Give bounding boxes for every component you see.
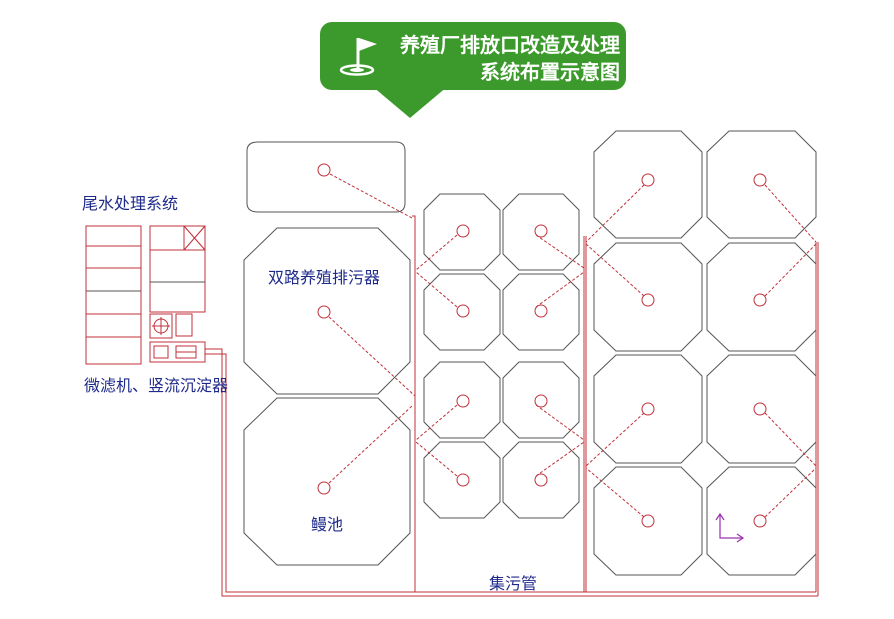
diagram-title: 养殖厂排放口改造及处理: [400, 33, 620, 57]
sewage-discharger-tank: [243, 227, 411, 395]
axis-marker: [715, 512, 745, 543]
label-sludge-pool: 鳗池: [311, 515, 344, 534]
label-collection-pipe: 集污管: [489, 574, 538, 593]
tanks: [243, 130, 817, 576]
title-banner: [320, 22, 626, 90]
banner-pointer: [372, 86, 448, 118]
sludge-pool-tank: [243, 397, 411, 566]
collection-pipes: [205, 215, 819, 597]
label-sewage-discharger: 双路养殖排污器: [268, 268, 381, 287]
discharge-lines: [328, 173, 817, 518]
top-rect-tank: [246, 141, 406, 213]
drain-outlets: [317, 163, 767, 528]
diagram-subtitle: 系统布置示意图: [480, 60, 620, 84]
flag-icon: [339, 38, 377, 76]
label-equipment: 微滤机、竖流沉淀器: [84, 376, 229, 395]
label-tail-water-system: 尾水处理系统: [82, 194, 179, 213]
equipment-cabinets: [85, 225, 206, 365]
